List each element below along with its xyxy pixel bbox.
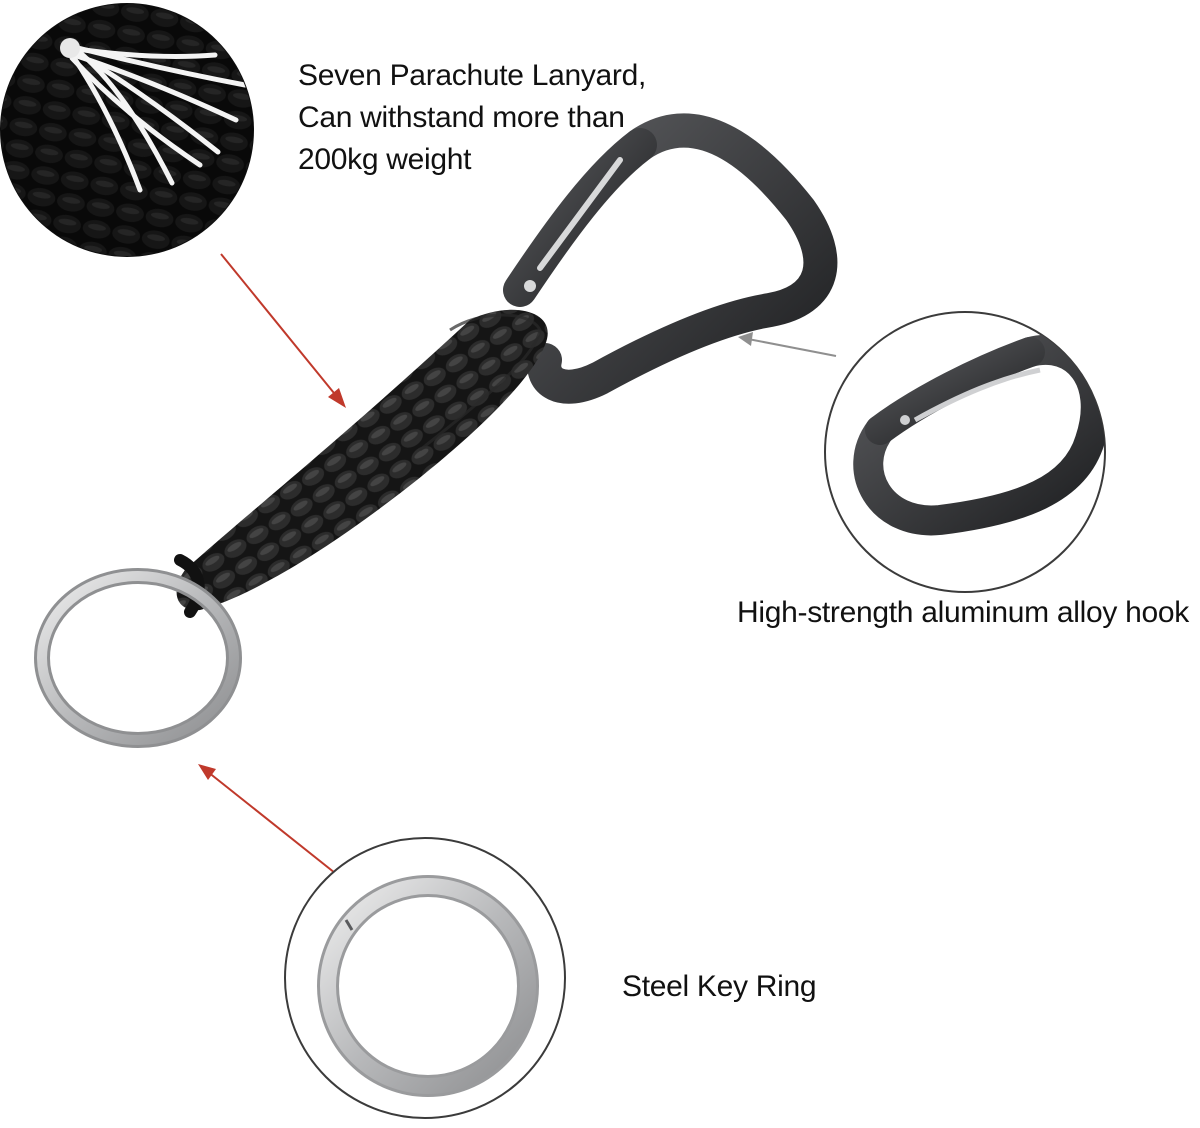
lanyard-caption: Seven Parachute Lanyard, Can withstand m…	[298, 55, 646, 181]
paracord-lanyard	[174, 309, 548, 618]
lanyard-callout-arrow	[220, 253, 346, 408]
carabiner	[503, 113, 838, 404]
ring-detail-photo	[284, 837, 566, 1119]
hook-detail-photo	[824, 311, 1106, 593]
ring-caption: Steel Key Ring	[622, 970, 817, 1003]
lanyard-caption-line-3: 200kg weight	[298, 143, 472, 176]
key-ring	[34, 568, 242, 748]
paracord-detail-photo	[0, 3, 254, 257]
ring-callout-arrow	[198, 764, 336, 874]
lanyard-caption-line-2: Can withstand more than	[298, 101, 625, 134]
lanyard-caption-line-1: Seven Parachute Lanyard,	[298, 59, 647, 92]
hook-callout-arrow	[738, 332, 837, 357]
hook-caption: High-strength aluminum alloy hook	[737, 596, 1189, 629]
